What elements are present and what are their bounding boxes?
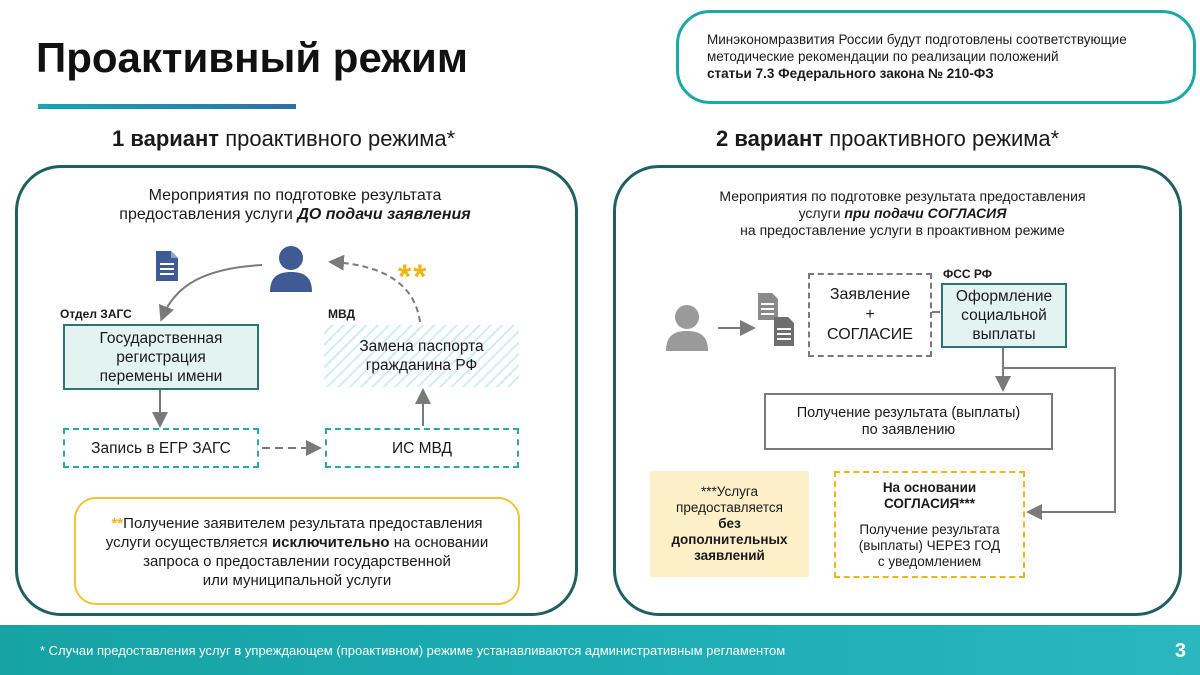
fss-label: ФСС РФ <box>943 267 992 281</box>
egr-zags-box: Запись в ЕГР ЗАГС <box>63 428 259 468</box>
arrow-person-to-zags <box>158 264 263 322</box>
result-by-consent-box: На основании СОГЛАСИЯ*** Получение резул… <box>834 471 1025 578</box>
documents-icon <box>757 292 797 353</box>
zags-registration-box: Государственная регистрация перемены име… <box>63 324 259 390</box>
page-number: 3 <box>1174 640 1186 662</box>
document-icon <box>154 250 180 287</box>
person-icon <box>664 302 710 357</box>
variant-1-panel <box>15 165 578 616</box>
mvd-label: МВД <box>328 307 356 321</box>
zags-label: Отдел ЗАГС <box>60 307 132 321</box>
methodology-note: Минэкономразвития России будут подготовл… <box>676 10 1196 104</box>
application-consent-box: Заявление + СОГЛАСИЕ <box>808 273 932 357</box>
note-line-1: Минэкономразвития России будут подготовл… <box>707 32 1127 47</box>
person-icon <box>268 243 314 298</box>
note-line-3: статьи 7.3 Федерального закона № 210-ФЗ <box>707 66 994 81</box>
mvd-box-hatch <box>324 325 519 387</box>
arrow-fss-to-consent <box>1003 367 1116 520</box>
page-title: Проактивный режим <box>36 34 468 81</box>
mvd-passport-box: Замена паспорта гражданина РФ <box>359 338 484 374</box>
no-extra-application-note: ***Услуга предоставляется без дополнител… <box>650 471 809 577</box>
note-line-2: методические рекомендации по реализации … <box>707 49 1059 64</box>
variant-2-panel-heading: Мероприятия по подготовке результата пре… <box>719 188 1086 238</box>
variant-2-panel <box>613 165 1182 616</box>
variant-1-heading: 1 вариант проактивного режима* <box>112 126 456 151</box>
is-mvd-box: ИС МВД <box>325 428 519 468</box>
footnote: * Случаи предоставления услуг в упреждаю… <box>40 643 786 658</box>
title-underline <box>38 104 296 109</box>
variant-2-heading: 2 вариант проактивного режима* <box>716 126 1060 151</box>
footer-bar <box>0 625 1200 675</box>
fss-payment-box: Оформление социальной выплаты <box>941 283 1067 348</box>
variant-1-panel-heading: Мероприятия по подготовке результата пре… <box>119 187 471 223</box>
double-star-marker: ** <box>398 258 429 296</box>
arrow-mvd-to-person <box>328 254 421 323</box>
variant-1-callout: **Получение заявителем результата предос… <box>74 497 520 605</box>
result-by-application-box: Получение результата (выплаты) по заявле… <box>764 393 1053 450</box>
